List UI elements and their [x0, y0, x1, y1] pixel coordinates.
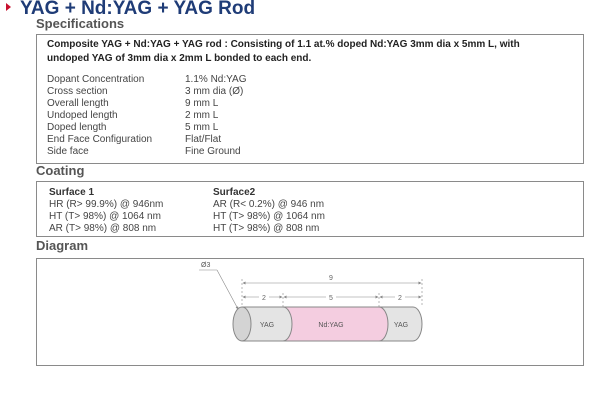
spec-row-end-face: End Face Configuration Flat/Flat [47, 134, 247, 146]
middle-segment-label: Nd:YAG [318, 322, 343, 329]
surface-2-title: Surface2 [213, 187, 256, 198]
diameter-leader-line [216, 269, 239, 310]
ndyag-segment [282, 306, 389, 342]
spec-row-doped-length: Doped length 5 mm L [47, 122, 247, 134]
spec-description-line-1: Composite YAG + Nd:YAG + YAG rod : Consi… [47, 39, 520, 50]
right-yag-segment [378, 306, 423, 342]
spec-value: Fine Ground [185, 146, 241, 157]
right-segment-label: YAG [394, 322, 408, 329]
right-length-label: 2 [398, 295, 402, 302]
coating-heading: Coating [36, 163, 85, 178]
spec-value: 2 mm L [185, 110, 219, 121]
spec-description-line-2: undoped YAG of 3mm dia x 2mm L bonded to… [47, 53, 312, 64]
surface-2-line: HT (T> 98%) @ 1064 nm [213, 211, 325, 222]
spec-label: Doped length [47, 122, 107, 133]
label-bg [395, 293, 405, 301]
spec-table: Dopant Concentration 1.1% Nd:YAG Cross s… [47, 74, 247, 158]
spec-label: Undoped length [47, 110, 118, 121]
left-yag-segment [241, 306, 293, 342]
surface-2-line: HT (T> 98%) @ 808 nm [213, 223, 320, 234]
surface-1-title: Surface 1 [49, 187, 95, 198]
spec-row-overall-length: Overall length 9 mm L [47, 98, 247, 110]
spec-row-side-face: Side face Fine Ground [47, 146, 247, 158]
spec-value: 3 mm dia (Ø) [185, 86, 244, 97]
label-bg [326, 293, 336, 301]
page-title: YAG + Nd:YAG + YAG Rod [20, 0, 256, 19]
left-length-label: 2 [262, 295, 266, 302]
spec-label: Dopant Concentration [47, 74, 145, 85]
coating-box: Surface 1 HR (R> 99.9%) @ 946nm HT (T> 9… [36, 181, 584, 237]
spec-label: Overall length [47, 98, 109, 109]
rod-diagram: YAG Nd:YAG YAG 9 2 5 2 Ø3 [199, 262, 423, 342]
specifications-heading: Specifications [36, 16, 125, 31]
surface-2-line: AR (R< 0.2%) @ 946 nm [213, 199, 325, 210]
diagram-heading: Diagram [36, 238, 89, 253]
overall-length-label: 9 [329, 275, 333, 282]
surface-1-line: AR (T> 98%) @ 808 nm [49, 223, 157, 234]
spec-value: 5 mm L [185, 122, 219, 133]
diameter-label: Ø3 [201, 262, 210, 269]
diagram-box: YAG Nd:YAG YAG 9 2 5 2 Ø3 [36, 258, 584, 366]
spec-label: End Face Configuration [47, 134, 153, 145]
surface-1-line: HT (T> 98%) @ 1064 nm [49, 211, 161, 222]
spec-value: 9 mm L [185, 98, 219, 109]
title-marker-icon [6, 3, 11, 11]
rod-end-face [232, 306, 252, 342]
spec-label: Cross section [47, 86, 108, 97]
spec-row-cross-section: Cross section 3 mm dia (Ø) [47, 86, 247, 98]
spec-row-undoped-length: Undoped length 2 mm L [47, 110, 247, 122]
left-segment-label: YAG [260, 322, 274, 329]
spec-label: Side face [47, 146, 89, 157]
spec-row-dopant: Dopant Concentration 1.1% Nd:YAG [47, 74, 247, 86]
middle-length-label: 5 [329, 295, 333, 302]
coating-surface-1: Surface 1 HR (R> 99.9%) @ 946nm HT (T> 9… [49, 187, 163, 235]
coating-surface-2: Surface2 AR (R< 0.2%) @ 946 nm HT (T> 98… [213, 187, 325, 235]
spec-value: 1.1% Nd:YAG [185, 74, 247, 85]
specifications-box: Composite YAG + Nd:YAG + YAG rod : Consi… [36, 34, 584, 164]
label-bg [259, 293, 269, 301]
spec-value: Flat/Flat [185, 134, 222, 145]
surface-1-line: HR (R> 99.9%) @ 946nm [49, 199, 164, 210]
